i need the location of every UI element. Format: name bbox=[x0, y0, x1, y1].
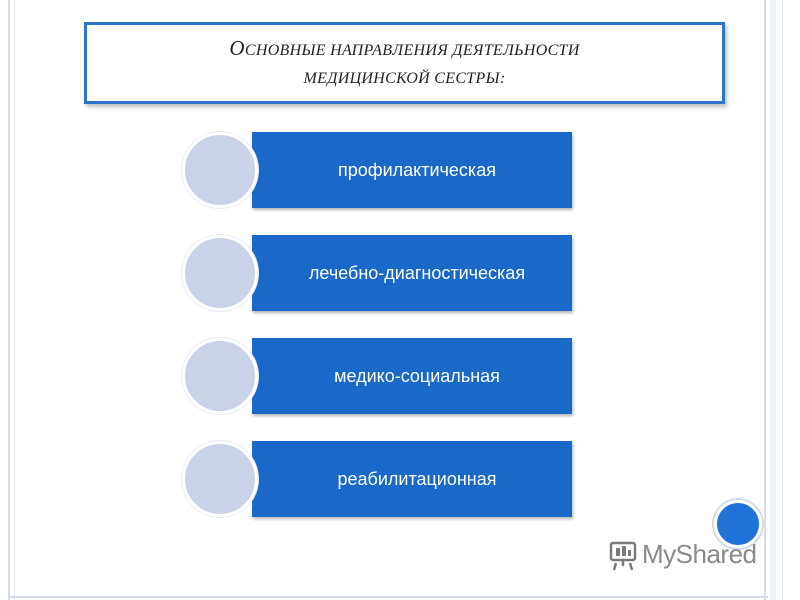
frame-line-bottom bbox=[8, 596, 768, 598]
list-item: лечебно-диагностическая bbox=[182, 233, 582, 313]
item-bar: профилактическая bbox=[252, 132, 572, 208]
item-bar: лечебно-диагностическая bbox=[252, 235, 572, 311]
frame-line-left bbox=[8, 0, 10, 600]
item-bullet-circle bbox=[182, 338, 258, 414]
frame-line-right-outer bbox=[782, 0, 783, 600]
slide-title-line-2: МЕДИЦИНСКОЙ СЕСТРЫ: bbox=[303, 69, 506, 87]
list-item: медико-социальная bbox=[182, 336, 582, 416]
item-bullet-circle bbox=[182, 235, 258, 311]
frame-line-right-inner bbox=[770, 0, 776, 600]
list-item: реабилитационная bbox=[182, 439, 582, 519]
item-bullet-circle bbox=[182, 132, 258, 208]
slide-title-line-1: ОСНОВНЫЕ НАПРАВЛЕНИЯ ДЕЯТЕЛЬНОСТИ bbox=[229, 34, 579, 65]
list-item: профилактическая bbox=[182, 130, 582, 210]
title-line-1-text: СНОВНЫЕ НАПРАВЛЕНИЯ ДЕЯТЕЛЬНОСТИ bbox=[244, 41, 580, 59]
item-label: лечебно-диагностическая bbox=[308, 262, 526, 283]
watermark-text: MyShared bbox=[642, 538, 757, 569]
watermark: MyShared bbox=[608, 535, 768, 573]
item-label: реабилитационная bbox=[337, 468, 497, 489]
title-drop-cap: О bbox=[229, 35, 245, 60]
item-bar: медико-социальная bbox=[252, 338, 572, 414]
item-bullet-circle bbox=[182, 441, 258, 517]
frame-line-left-inner bbox=[14, 0, 15, 600]
myshared-logo-icon bbox=[609, 541, 637, 571]
item-label: профилактическая bbox=[338, 159, 496, 180]
frame-line-right bbox=[764, 0, 766, 600]
slide-title-box: ОСНОВНЫЕ НАПРАВЛЕНИЯ ДЕЯТЕЛЬНОСТИ МЕДИЦИ… bbox=[84, 22, 725, 104]
item-bar: реабилитационная bbox=[252, 441, 572, 517]
item-label: медико-социальная bbox=[334, 365, 500, 386]
decorative-corner-dot bbox=[714, 500, 762, 548]
